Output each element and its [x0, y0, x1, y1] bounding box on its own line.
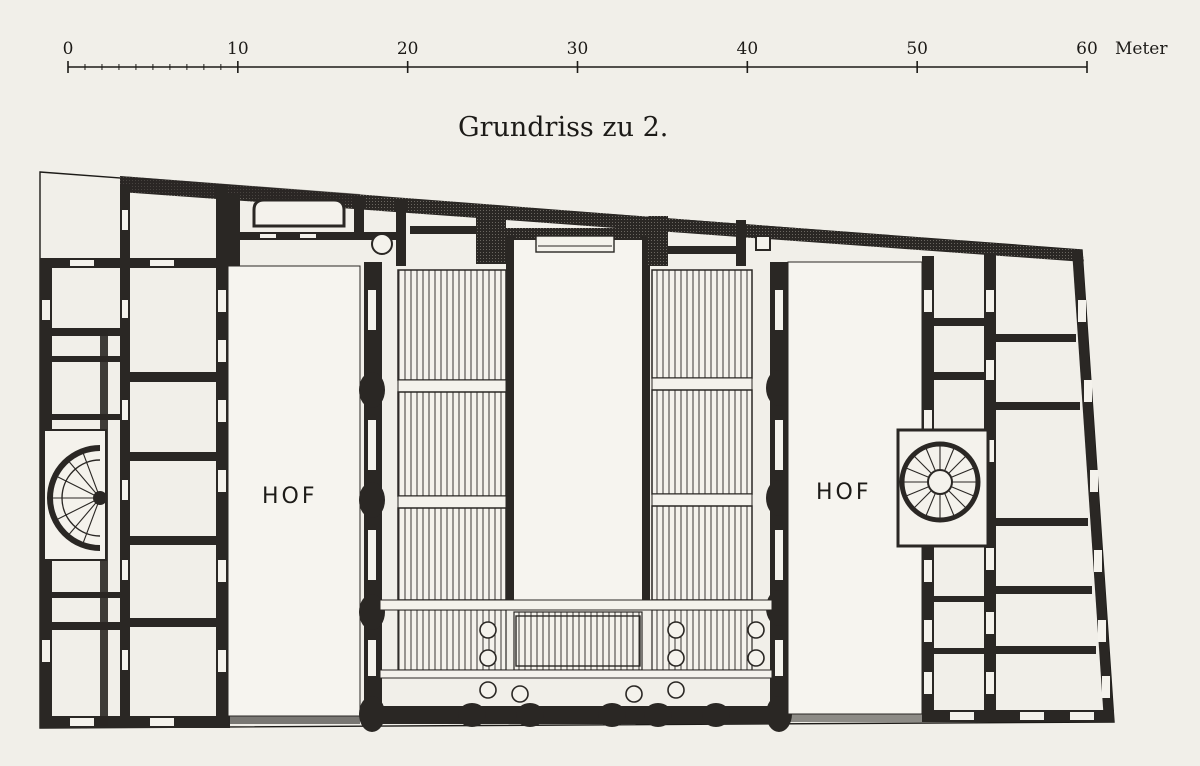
spiral-tread — [944, 492, 955, 516]
column-base — [747, 649, 765, 667]
arcade-pier — [766, 590, 792, 626]
spiral-tread — [906, 486, 930, 497]
left-courtyard: HOF — [227, 265, 361, 724]
scale-tick-label: 30 — [567, 39, 589, 59]
scale-bar-unit: Meter — [1115, 39, 1168, 59]
arcade-opening — [775, 290, 783, 330]
right-wing — [896, 250, 1114, 722]
arcade-opening — [368, 420, 376, 470]
arcade-pier — [766, 480, 792, 516]
spiral-tread — [914, 456, 932, 474]
column-base — [479, 681, 497, 699]
scale-tick-label: 20 — [397, 39, 419, 59]
entrance-pier — [458, 703, 486, 727]
left-wing — [40, 186, 230, 728]
scale-bar-minor-ticks — [84, 64, 222, 70]
scale-tick-label: 50 — [906, 39, 928, 59]
scale-bar-labels: 0 10 20 30 40 50 60 — [63, 39, 1098, 59]
central-hall — [506, 228, 650, 671]
spiral-tread — [950, 486, 974, 497]
arcade-pier — [766, 696, 792, 732]
right-arcade-columns — [766, 262, 792, 732]
scale-bar: 0 10 20 30 40 50 60 Meter — [63, 39, 1168, 73]
top-service-rooms — [228, 194, 506, 266]
spiral-tread — [906, 467, 930, 478]
scale-tick-label: 10 — [227, 39, 249, 59]
left-arcade-columns — [359, 262, 385, 732]
column-base — [479, 649, 497, 667]
entrance-pier — [644, 703, 672, 727]
column-base — [747, 621, 765, 639]
arcade-pier — [766, 370, 792, 406]
arcade-pier — [359, 372, 385, 408]
column-base — [511, 685, 529, 703]
right-spiral-staircase — [896, 428, 990, 548]
column-base — [667, 649, 685, 667]
arcade-opening — [368, 290, 376, 330]
entrance-vestibule — [379, 599, 773, 727]
column-base — [667, 681, 685, 699]
drawing-title: Grundriss zu 2. — [458, 112, 668, 143]
scale-tick-label: 60 — [1076, 39, 1098, 59]
arcade-opening — [368, 530, 376, 580]
courtyard-label-left: HOF — [262, 484, 318, 509]
arcade-pier — [359, 594, 385, 630]
column-base — [667, 621, 685, 639]
spiral-tread — [944, 448, 955, 472]
right-stair-blocks — [651, 269, 753, 671]
top-perimeter-wall — [120, 176, 1084, 262]
column-base — [479, 621, 497, 639]
spiral-tread — [925, 448, 936, 472]
entrance-pier — [598, 703, 626, 727]
column-base — [625, 685, 643, 703]
arcade-opening — [775, 640, 783, 676]
scale-tick-label: 0 — [63, 39, 74, 59]
arcade-opening — [775, 420, 783, 470]
arcade-pier — [359, 696, 385, 732]
arcade-opening — [368, 640, 376, 676]
arcade-opening — [775, 530, 783, 580]
left-spiral-staircase — [43, 429, 107, 561]
entrance-pier — [702, 703, 730, 727]
top-right-service-rooms — [648, 216, 771, 266]
scale-tick-label: 40 — [737, 39, 759, 59]
spiral-tread — [948, 490, 966, 508]
arcade-pier — [359, 482, 385, 518]
spiral-tread — [914, 490, 932, 508]
spiral-tread — [948, 456, 966, 474]
entrance-pier — [516, 703, 544, 727]
courtyard-label-right: HOF — [816, 480, 872, 505]
entrance-steps — [515, 615, 641, 667]
spiral-tread — [925, 492, 936, 516]
scale-bar-major-ticks — [67, 61, 1088, 73]
spiral-tread — [950, 467, 974, 478]
